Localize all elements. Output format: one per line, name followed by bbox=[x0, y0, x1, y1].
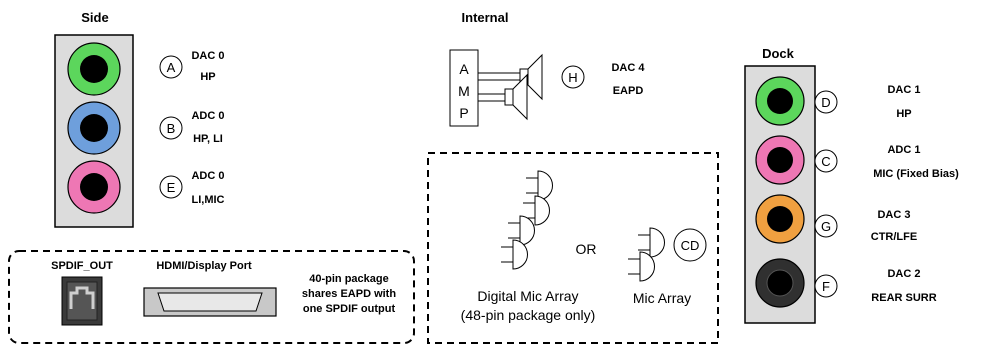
jack-line1: ADC 0 bbox=[191, 110, 224, 122]
dock-jack-d bbox=[755, 76, 805, 126]
dock-jack-f bbox=[755, 258, 805, 308]
jack-line2: HP bbox=[896, 108, 911, 120]
internal-section: Internal A M P H DAC 4 EAPD bbox=[449, 10, 645, 127]
mic-array-label: Mic Array bbox=[633, 290, 691, 306]
hdmi-port-icon bbox=[143, 287, 277, 317]
dock-label-g: G DAC 3 CTR/LFE bbox=[814, 209, 917, 243]
speaker-icon bbox=[504, 53, 543, 121]
internal-title: Internal bbox=[462, 10, 509, 25]
mic-dashed-box bbox=[427, 152, 719, 344]
letter-badge: F bbox=[822, 279, 830, 294]
mic-array-icon bbox=[628, 227, 665, 282]
jack-hole bbox=[80, 55, 108, 83]
digital-mic-label-line1: Digital Mic Array bbox=[477, 288, 578, 304]
side-jack-b bbox=[67, 101, 121, 155]
mic-cd-badge bbox=[673, 228, 707, 262]
side-jack-a bbox=[67, 42, 121, 96]
mic-section: OR CD Digital Mic Array (48-pin package … bbox=[427, 152, 719, 344]
jack-line1: ADC 0 bbox=[191, 170, 224, 182]
jack-line2: REAR SURR bbox=[871, 292, 936, 304]
jack-line2: LI,MIC bbox=[192, 194, 225, 206]
outputs-note-line2: shares EAPD with bbox=[302, 288, 396, 300]
jack-line1: ADC 1 bbox=[887, 144, 920, 156]
outputs-section: SPDIF_OUT HDMI/Display Port 40-pin packa… bbox=[8, 250, 415, 344]
side-jack-e bbox=[67, 160, 121, 214]
speaker-line2: EAPD bbox=[613, 85, 644, 97]
jack-line1: DAC 2 bbox=[887, 268, 920, 280]
letter-badge: D bbox=[821, 95, 830, 110]
or-label: OR bbox=[576, 241, 597, 257]
jack-hole bbox=[80, 173, 108, 201]
amp-box bbox=[449, 49, 479, 127]
spdif-port-icon bbox=[61, 276, 103, 326]
dock-section: Dock D DAC 1 HP C ADC 1 MIC (Fix bbox=[744, 46, 959, 324]
jack-line2: HP, LI bbox=[193, 133, 223, 145]
jack-hole bbox=[767, 88, 793, 114]
letter-badge: E bbox=[167, 180, 176, 195]
jack-line1: DAC 3 bbox=[877, 209, 910, 221]
speaker-line1: DAC 4 bbox=[611, 62, 645, 74]
outputs-note-line3: one SPDIF output bbox=[303, 303, 396, 315]
jack-line1: DAC 0 bbox=[191, 50, 224, 62]
dock-jack-c bbox=[755, 135, 805, 185]
side-label-a: A DAC 0 HP bbox=[159, 50, 225, 83]
letter-badge: A bbox=[167, 60, 176, 75]
jack-line2: CTR/LFE bbox=[871, 231, 917, 243]
digital-mic-array-icon bbox=[501, 170, 553, 270]
side-label-b: B ADC 0 HP, LI bbox=[159, 110, 225, 145]
jack-line1: DAC 1 bbox=[887, 84, 920, 96]
spdif-label: SPDIF_OUT bbox=[51, 260, 113, 272]
side-label-e: E ADC 0 LI,MIC bbox=[159, 170, 225, 206]
outputs-dashed-box bbox=[8, 250, 415, 344]
side-title: Side bbox=[81, 10, 108, 25]
dock-label-f: F DAC 2 REAR SURR bbox=[814, 268, 937, 304]
jack-hole bbox=[767, 206, 793, 232]
jack-line2: MIC (Fixed Bias) bbox=[873, 168, 959, 180]
letter-badge: C bbox=[821, 154, 830, 169]
dock-jack-g bbox=[755, 194, 805, 244]
amp-letter-m: M bbox=[458, 83, 470, 99]
amp-letter-a: A bbox=[459, 61, 469, 77]
hdmi-label: HDMI/Display Port bbox=[156, 260, 252, 272]
amp-letter-p: P bbox=[459, 105, 468, 121]
outputs-note-line1: 40-pin package bbox=[309, 273, 388, 285]
letter-badge: G bbox=[821, 219, 831, 234]
side-section: Side A DAC 0 HP B ADC 0 HP, LI bbox=[54, 10, 225, 228]
dock-title: Dock bbox=[762, 46, 795, 61]
digital-mic-label-line2: (48-pin package only) bbox=[461, 307, 596, 323]
mic-cd-text: CD bbox=[681, 238, 700, 253]
speaker-letter-badge bbox=[561, 65, 585, 89]
jack-hole bbox=[80, 114, 108, 142]
dock-label-d: D DAC 1 HP bbox=[814, 84, 921, 120]
jack-line2: HP bbox=[200, 71, 215, 83]
letter-badge: B bbox=[167, 121, 176, 136]
amp-wires bbox=[478, 72, 520, 102]
dock-label-c: C ADC 1 MIC (Fixed Bias) bbox=[814, 144, 959, 180]
jack-hole bbox=[767, 147, 793, 173]
jack-hole bbox=[766, 269, 794, 297]
speaker-letter: H bbox=[568, 70, 577, 85]
